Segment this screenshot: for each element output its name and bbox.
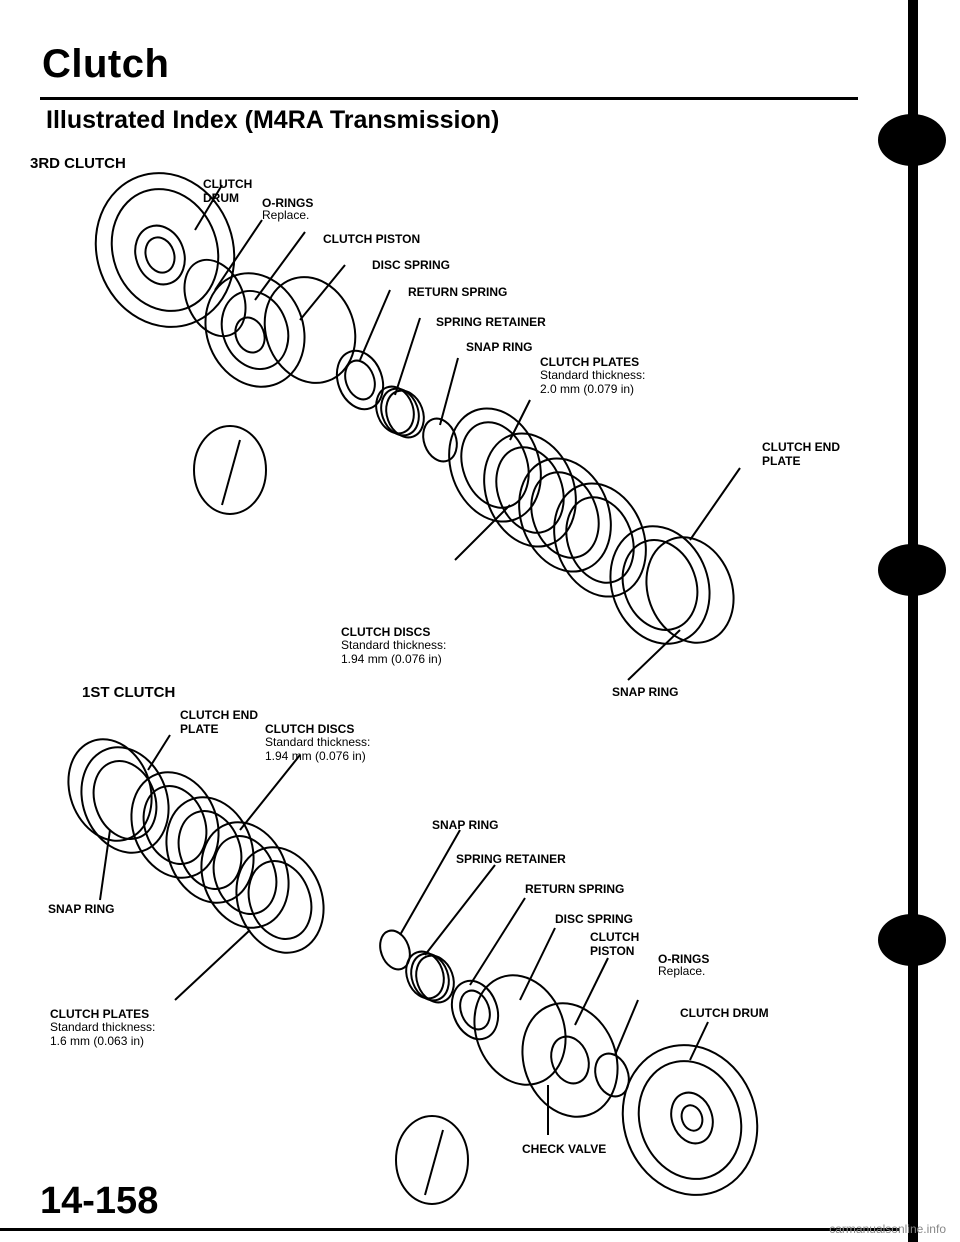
first-label-snap-ring-left: SNAP RING xyxy=(48,902,115,916)
leader-line xyxy=(254,231,306,301)
first-note-o-rings: Replace. xyxy=(658,964,706,978)
first-plates-discs xyxy=(130,771,325,954)
third-label-snap-ring: SNAP RING xyxy=(466,340,533,354)
third-clutch-parts xyxy=(94,172,741,681)
leader-line xyxy=(509,399,531,441)
leader-line xyxy=(394,317,421,396)
third-label-clutch-piston: CLUTCH PISTON xyxy=(323,232,421,246)
first-label-check-valve: CHECK VALVE xyxy=(522,1142,607,1156)
leader-line xyxy=(299,264,346,321)
first-clutch-drum xyxy=(621,1044,759,1196)
edge-blob xyxy=(878,914,946,966)
leader-line xyxy=(399,829,461,936)
page-edge-bar xyxy=(908,0,918,1242)
page-subtitle: Illustrated Index (M4RA Transmission) xyxy=(46,106,500,134)
first-label-clutch-end-plate: CLUTCH END PLATE xyxy=(180,708,258,736)
first-disc-spring xyxy=(450,979,500,1041)
leader-line xyxy=(194,184,223,231)
edge-blob xyxy=(878,114,946,166)
third-note-clutch-discs: Standard thickness: 1.94 mm (0.076 in) xyxy=(341,638,447,666)
leader-line xyxy=(689,1021,709,1061)
first-return-spring xyxy=(405,950,455,1004)
third-label-snap-ring-2: SNAP RING xyxy=(612,685,679,699)
leader-line xyxy=(239,754,301,831)
third-clutch-drum xyxy=(94,172,236,328)
third-o-ring-2 xyxy=(263,276,357,384)
first-note-clutch-discs: Standard thickness: 1.94 mm (0.076 in) xyxy=(265,735,371,763)
first-clutch-parts xyxy=(67,734,759,1205)
leader-line xyxy=(469,897,526,986)
third-label-clutch-drum: CLUTCH DRUM xyxy=(203,177,253,205)
leader-line xyxy=(359,289,391,361)
third-label-disc-spring: DISC SPRING xyxy=(372,258,451,272)
third-snap-ring xyxy=(645,536,735,644)
third-label-clutch-discs: CLUTCH DISCS xyxy=(341,625,431,639)
leader-line xyxy=(174,929,251,1001)
first-clutch-piston xyxy=(521,1002,619,1118)
edge-blob xyxy=(878,544,946,596)
first-washer xyxy=(395,1115,469,1205)
footer-watermark: carmanualsonline.info xyxy=(829,1222,946,1236)
page-number: 14-158 xyxy=(40,1180,159,1222)
leader-line xyxy=(147,734,171,771)
first-note-clutch-plates: Standard thickness: 1.6 mm (0.063 in) xyxy=(50,1020,156,1048)
leader-line xyxy=(99,829,111,901)
first-label-snap-ring: SNAP RING xyxy=(432,818,499,832)
third-label-clutch-end-plate: CLUTCH END PLATE xyxy=(762,440,840,468)
first-spring-retainer xyxy=(379,929,411,971)
third-plates-discs xyxy=(448,407,647,598)
first-clutch-heading: 1ST CLUTCH xyxy=(82,684,176,701)
leader-line xyxy=(689,467,741,541)
first-o-ring xyxy=(473,974,567,1086)
first-label-spring-retainer: SPRING RETAINER xyxy=(456,852,566,866)
third-clutch-heading: 3RD CLUTCH xyxy=(30,155,126,172)
third-note-o-rings: Replace. xyxy=(262,208,310,222)
first-o-ring-small xyxy=(594,1052,630,1098)
first-snap-ring xyxy=(67,738,153,842)
third-note-clutch-plates: Standard thickness: 2.0 mm (0.079 in) xyxy=(540,368,646,396)
third-end-plate xyxy=(609,525,711,645)
first-label-clutch-plates: CLUTCH PLATES xyxy=(50,1007,150,1021)
third-label-spring-retainer: SPRING RETAINER xyxy=(436,315,546,329)
third-o-ring xyxy=(183,258,247,338)
third-label-return-spring: RETURN SPRING xyxy=(408,285,508,299)
first-label-clutch-discs: CLUTCH DISCS xyxy=(265,722,355,736)
first-label-clutch-drum: CLUTCH DRUM xyxy=(680,1006,769,1020)
third-disc-spring xyxy=(335,349,385,411)
leader-line xyxy=(614,999,639,1056)
leader-line xyxy=(214,219,263,291)
first-label-return-spring: RETURN SPRING xyxy=(525,882,625,896)
third-spring-retainer xyxy=(422,417,458,463)
page-title: Clutch xyxy=(42,42,170,86)
third-clutch-piston xyxy=(204,272,306,388)
third-label-clutch-plates: CLUTCH PLATES xyxy=(540,355,640,369)
first-label-clutch-piston: CLUTCH PISTON xyxy=(590,930,640,958)
first-label-disc-spring: DISC SPRING xyxy=(555,912,634,926)
third-label-o-rings: O-RINGS xyxy=(262,196,314,210)
leader-line xyxy=(574,957,609,1026)
leader-line xyxy=(454,504,511,561)
header-rule xyxy=(40,97,858,100)
leader-line xyxy=(519,927,556,1001)
leader-line xyxy=(627,629,681,681)
leader-line xyxy=(424,864,496,956)
third-return-spring xyxy=(375,385,425,439)
first-label-o-rings: O-RINGS xyxy=(658,952,710,966)
footer-rule xyxy=(0,1228,900,1231)
third-washer xyxy=(193,425,267,515)
leader-line xyxy=(439,357,459,426)
